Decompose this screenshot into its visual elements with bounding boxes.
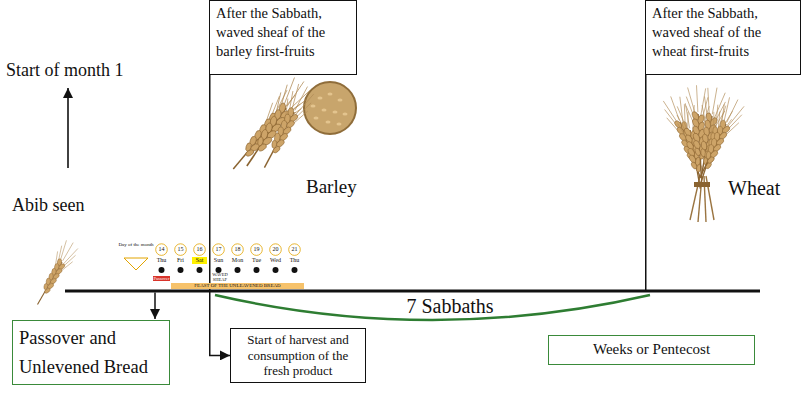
day-number: 20 <box>266 246 285 253</box>
day-number: 21 <box>285 246 304 253</box>
event-tag: WAVED SHEAF <box>211 273 229 282</box>
box-text: Weeks or Pentecost <box>555 340 748 358</box>
day-number: 19 <box>247 246 266 253</box>
pointer-arrow <box>154 293 156 320</box>
box-text: Passover and Unlevened Bread <box>19 324 163 381</box>
feast-box: Passover and Unlevened Bread <box>12 320 170 385</box>
barley-ear <box>30 238 81 309</box>
feast-band: FEAST OF THE UNLEAVENED BREAD <box>171 283 304 289</box>
crop-label: Barley <box>306 176 386 199</box>
feast-box: Weeks or Pentecost <box>548 335 755 365</box>
span-arc <box>215 295 650 320</box>
calendar-triangle <box>124 258 148 270</box>
weekday: Tue <box>249 257 264 264</box>
event-box: After the Sabbath, waved sheaf of the ba… <box>209 0 357 75</box>
day-number: 14 <box>152 246 171 253</box>
connector-arrow <box>210 75 230 355</box>
day-circles <box>156 244 301 256</box>
day-number: 18 <box>228 246 247 253</box>
calendar-caption: Day of the month <box>118 242 154 248</box>
grain-bowl <box>304 82 356 134</box>
event-tag: Passover <box>153 276 170 281</box>
bundle-tie <box>694 182 710 187</box>
weekday: Wed <box>268 257 283 264</box>
box-text: After the Sabbath, waved sheaf of the wh… <box>652 4 794 61</box>
box-text: After the Sabbath, waved sheaf of the ba… <box>216 4 350 61</box>
up-arrow <box>67 88 69 168</box>
axis-label: Start of month 1 <box>6 60 176 82</box>
weekday: Mon <box>230 257 245 264</box>
day-number: 17 <box>209 246 228 253</box>
timeline <box>65 290 760 293</box>
weekday: Thu <box>287 257 302 264</box>
weekday: Fri <box>173 257 188 264</box>
calendar-strip <box>124 244 300 273</box>
day-number: 15 <box>171 246 190 253</box>
box-text: Start of harvest and consumption of the … <box>236 332 360 379</box>
crop-label: Wheat <box>728 176 804 200</box>
wheat-illustration <box>660 85 748 222</box>
marker-line <box>645 60 647 291</box>
weekday: Thu <box>154 257 169 264</box>
event-box: After the Sabbath, waved sheaf of the wh… <box>645 0 801 75</box>
note-box: Start of harvest and consumption of the … <box>230 328 366 383</box>
span-label: 7 Sabbaths <box>370 294 530 318</box>
day-number: 16 <box>190 246 209 253</box>
weekday: Sat <box>192 257 207 264</box>
grain-dots <box>311 92 348 125</box>
barley-illustration <box>224 74 356 177</box>
weekday: Sun <box>211 257 226 264</box>
observation-label: Abib seen <box>12 195 132 217</box>
